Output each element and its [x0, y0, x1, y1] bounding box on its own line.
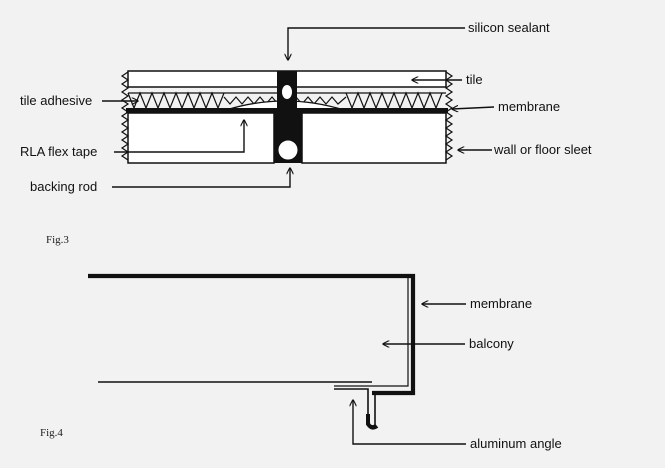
- break-edge-right: [444, 71, 454, 161]
- fig4-drawing: [88, 273, 416, 430]
- balcony-slab: [100, 275, 409, 387]
- sealant-bead: [282, 85, 292, 99]
- fig3-drawing: [120, 70, 454, 164]
- membrane-wrap: [88, 273, 416, 396]
- substrate-left: [127, 112, 275, 164]
- caption-fig4: Fig.4: [40, 427, 63, 439]
- label-membrane-fig3: membrane: [498, 99, 560, 114]
- substrate-right: [301, 112, 447, 164]
- label-aluminum-angle: aluminum angle: [470, 436, 562, 451]
- fig4-leaders: [353, 304, 466, 445]
- label-silicon-sealant: silicon sealant: [468, 20, 550, 35]
- label-rla-flex-tape: RLA flex tape: [20, 144, 97, 159]
- leader-rla-flex-tape: [114, 120, 244, 153]
- leader-membrane: [452, 107, 495, 109]
- leader-aluminum-angle: [353, 400, 466, 445]
- label-tile: tile: [466, 72, 483, 87]
- backing-rod: [277, 139, 299, 161]
- leader-backing-rod: [112, 168, 290, 188]
- caption-fig3: Fig.3: [46, 234, 69, 246]
- label-tile-adhesive: tile adhesive: [20, 93, 92, 108]
- label-backing-rod: backing rod: [30, 179, 97, 194]
- label-membrane-fig4: membrane: [470, 296, 532, 311]
- aluminum-angle-bead: [366, 414, 379, 430]
- break-edge-left: [120, 71, 130, 161]
- fig3-leaders: [102, 27, 495, 188]
- label-balcony: balcony: [469, 336, 514, 351]
- label-wall-or-floor-sleet: wall or floor sleet: [493, 142, 592, 157]
- leader-silicon-sealant: [288, 27, 465, 60]
